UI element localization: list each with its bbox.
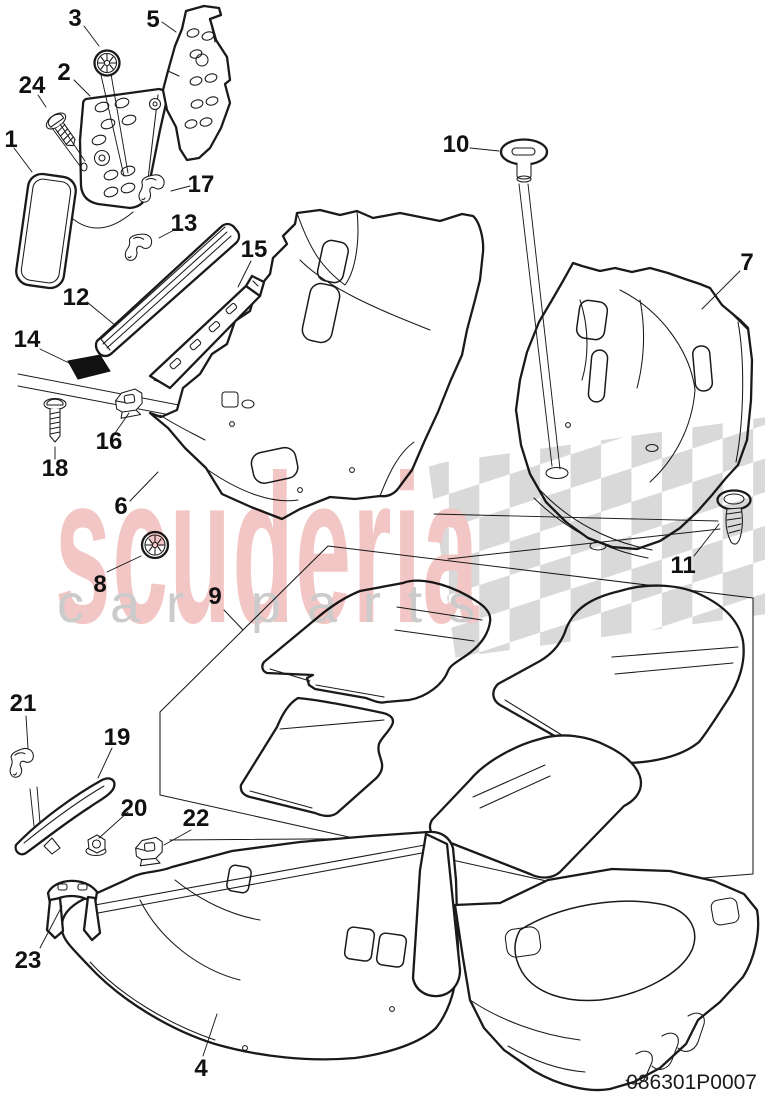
part-6-carpet-front-left xyxy=(148,208,485,521)
part-17-clip xyxy=(138,174,165,203)
callout-19: 19 xyxy=(104,724,131,751)
part-3-grommet xyxy=(93,49,121,77)
watermark-subtitle-text: car parts xyxy=(57,574,501,634)
callout-15: 15 xyxy=(241,236,268,263)
part-4-carpet-rear xyxy=(60,830,760,1092)
watermark: scuderia car parts xyxy=(55,417,765,668)
callout-23: 23 xyxy=(15,947,42,974)
part-20-nut xyxy=(85,834,107,857)
callout-7: 7 xyxy=(740,249,753,276)
part-23-bracket xyxy=(45,879,102,942)
part-24-screw xyxy=(45,112,76,147)
callout-18: 18 xyxy=(42,455,69,482)
part-22-clip xyxy=(134,836,165,867)
callout-20: 20 xyxy=(121,795,148,822)
part-13-clip xyxy=(124,232,153,263)
part-1-pedal-pad xyxy=(15,172,77,290)
callout-24: 24 xyxy=(19,72,46,99)
checkered-flag-watermark xyxy=(428,417,765,658)
callout-5: 5 xyxy=(146,6,159,33)
callout-9: 9 xyxy=(208,583,221,610)
watermark-brand-text: scuderia xyxy=(55,432,480,668)
callout-14: 14 xyxy=(14,326,41,353)
part-14-damping-pad xyxy=(67,354,111,380)
part-18-screw xyxy=(43,397,67,443)
callout-21: 21 xyxy=(10,690,37,717)
part-19-sill-trim xyxy=(14,777,116,856)
callouts: 1 2 3 4 5 6 7 8 9 10 11 12 13 14 15 16 1… xyxy=(4,5,753,1082)
callout-8: 8 xyxy=(93,571,106,598)
part-8-grommet xyxy=(140,530,170,560)
part-12-sill-trim-strip xyxy=(94,222,241,358)
part-10-cap-fastener xyxy=(499,138,549,183)
callout-4: 4 xyxy=(194,1055,208,1082)
callout-12: 12 xyxy=(63,284,90,311)
callout-3: 3 xyxy=(68,5,81,32)
part-number: 086301P0007 xyxy=(626,1071,757,1094)
callout-10: 10 xyxy=(443,131,470,158)
part-15-mounting-rail xyxy=(148,274,266,390)
callout-16: 16 xyxy=(96,428,123,455)
callout-13: 13 xyxy=(171,210,198,237)
callout-17: 17 xyxy=(188,171,215,198)
part-16-clip xyxy=(113,387,146,420)
callout-1: 1 xyxy=(4,126,17,153)
part-5-side-bracket-panel xyxy=(161,4,232,162)
callout-2: 2 xyxy=(57,59,70,86)
part-9-floor-mat-set xyxy=(239,579,745,879)
callout-6: 6 xyxy=(114,493,127,520)
callout-22: 22 xyxy=(183,805,210,832)
part-21-clip xyxy=(6,746,37,779)
callout-11: 11 xyxy=(670,552,695,579)
